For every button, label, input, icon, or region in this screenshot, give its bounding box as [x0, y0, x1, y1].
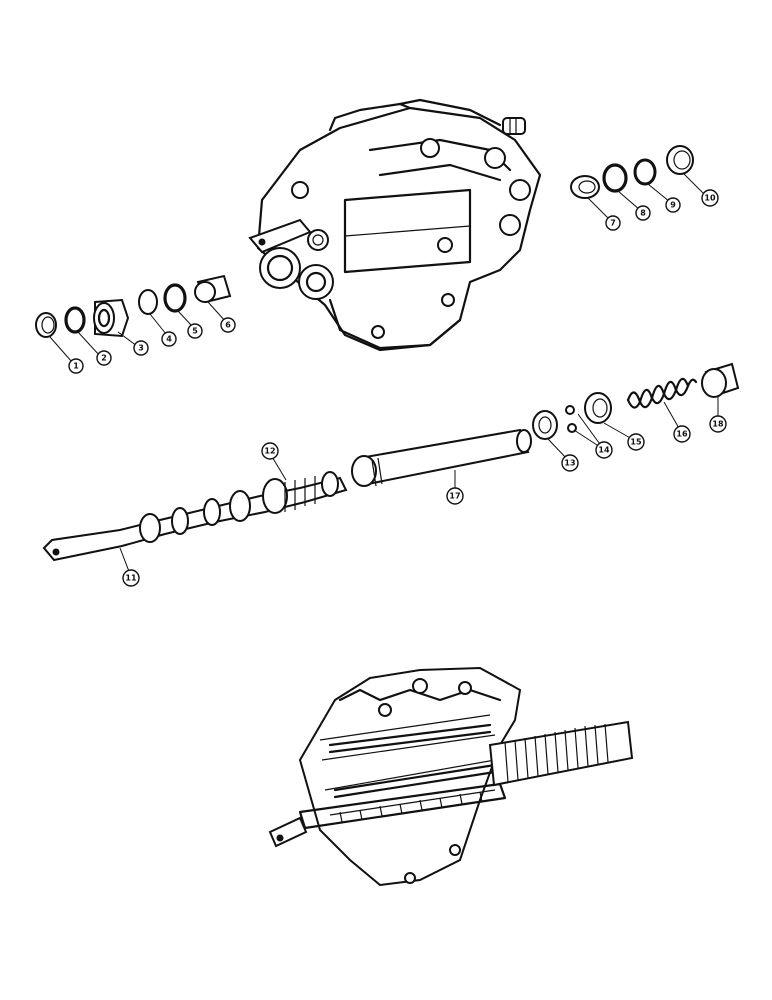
callout-balloon-2: 2: [96, 350, 112, 366]
callout-balloon-14: 14: [595, 441, 613, 459]
callout-balloon-17: 17: [446, 487, 464, 505]
svg-text:7: 7: [610, 219, 616, 228]
callout-balloon-9: 9: [665, 197, 681, 213]
sleeve: [351, 428, 532, 487]
svg-text:2: 2: [101, 354, 107, 363]
svg-text:15: 15: [630, 438, 642, 447]
svg-text:12: 12: [264, 447, 275, 456]
svg-text:16: 16: [676, 430, 688, 439]
callout-balloon-7: 7: [605, 215, 621, 231]
callout-balloon-8: 8: [635, 205, 651, 221]
valve-body-assembly: [248, 98, 542, 352]
svg-text:4: 4: [166, 335, 172, 344]
callout-balloon-4: 4: [161, 331, 177, 347]
svg-text:11: 11: [125, 574, 137, 583]
right-spring-parts: [532, 362, 740, 440]
callout-balloon-18: 18: [709, 415, 727, 433]
callout-balloon-11: 11: [122, 569, 140, 587]
callout-balloon-6: 6: [220, 317, 236, 333]
svg-text:9: 9: [670, 201, 676, 210]
spool-assembly: [42, 471, 348, 562]
callout-balloon-1: 1: [68, 358, 84, 374]
svg-text:17: 17: [449, 492, 460, 501]
callout-balloon-3: 3: [133, 340, 149, 356]
callout-balloon-15: 15: [627, 433, 645, 451]
svg-text:3: 3: [138, 344, 144, 353]
cutaway-assembly: [268, 666, 634, 887]
svg-text:8: 8: [640, 209, 646, 218]
svg-text:1: 1: [73, 362, 79, 371]
right-seal-parts: [570, 145, 694, 199]
svg-text:5: 5: [192, 327, 198, 336]
left-seal-parts: [35, 274, 232, 338]
svg-text:6: 6: [225, 321, 231, 330]
svg-text:10: 10: [704, 194, 716, 203]
callout-balloon-10: 10: [701, 189, 719, 207]
callout-balloon-16: 16: [673, 425, 691, 443]
svg-text:18: 18: [712, 420, 724, 429]
svg-text:14: 14: [598, 446, 610, 455]
callout-balloon-13: 13: [561, 454, 579, 472]
callout-balloon-5: 5: [187, 323, 203, 339]
svg-text:13: 13: [564, 459, 575, 468]
callout-balloon-12: 12: [261, 442, 279, 460]
